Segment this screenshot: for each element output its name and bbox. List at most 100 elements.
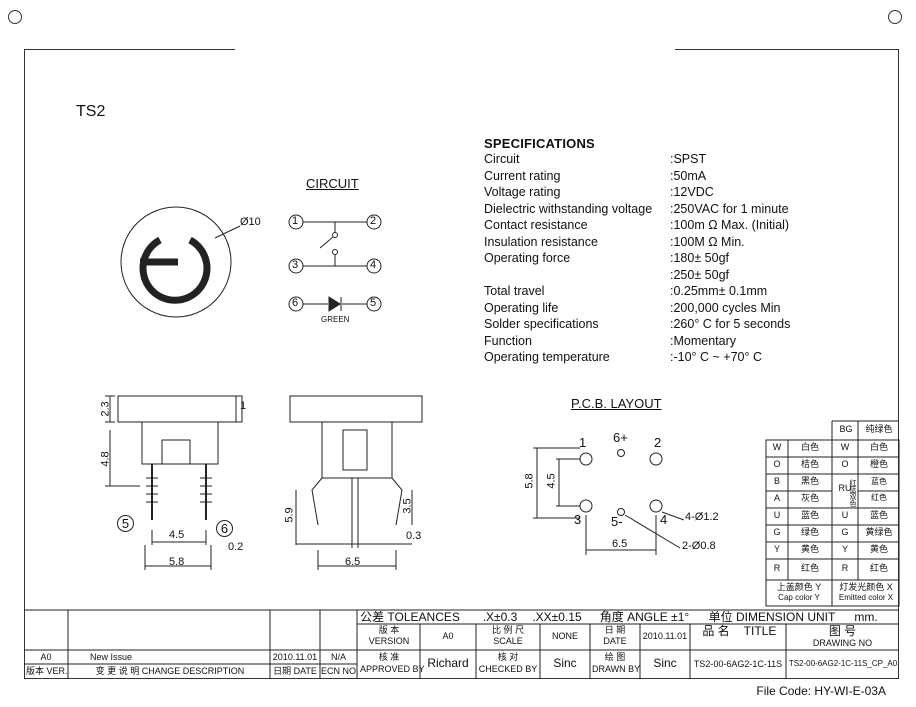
color-code-left: W xyxy=(772,442,782,452)
circuit-pin-2: 2 xyxy=(370,215,377,227)
title-cn: 品 名 xyxy=(702,624,730,638)
pcb-title: P.C.B. LAYOUT xyxy=(571,396,662,411)
blank-header-area xyxy=(235,30,675,72)
cap-color-label: 上盖颜色 Y xyxy=(776,582,822,592)
spec-label: Voltage rating xyxy=(484,185,561,199)
circuit-pin-3: 3 xyxy=(292,259,299,271)
pcb-pin-1: 1 xyxy=(579,435,587,450)
color-code-right: R xyxy=(841,563,849,573)
dim-pcb-w: 6.5 xyxy=(612,538,628,550)
tolerance-2: .XX±0.15 xyxy=(532,610,582,624)
color-name-left: 黑色 xyxy=(800,476,819,486)
diameter-label: Ø10 xyxy=(240,216,261,228)
spec-value: :180± 50gf xyxy=(670,251,729,265)
rev-date: 2010.11.01 xyxy=(272,652,318,662)
color-code-left: G xyxy=(773,527,781,537)
spec-label: Circuit xyxy=(484,152,520,166)
hdr-desc: 变 更 说 明 CHANGE DESCRIPTION xyxy=(95,666,245,676)
spec-value: :260° C for 5 seconds xyxy=(670,317,791,331)
drawn-value: Sinc xyxy=(653,656,677,670)
spec-value: :100m Ω Max. (Initial) xyxy=(670,218,790,232)
dim-front-t: 0.3 xyxy=(406,530,422,542)
color-code-right: W xyxy=(840,442,850,452)
color-name-left: 红色 xyxy=(800,563,819,573)
dim-front-h2: 3.5 xyxy=(401,498,414,514)
spec-value: :50mA xyxy=(670,168,707,183)
led-color-label: GREEN xyxy=(321,315,350,324)
color-code-left: O xyxy=(773,459,781,469)
circuit-pin-5: 5 xyxy=(370,297,377,309)
hdr-ver: 版本 VER. xyxy=(26,666,68,676)
drawing-cn: 图 号 xyxy=(828,624,857,638)
pcb-pin-5: 5- xyxy=(611,514,623,529)
spec-label: Function xyxy=(484,333,532,348)
dim-side-w1: 4.5 xyxy=(169,529,185,541)
dim-front-w: 6.5 xyxy=(345,556,361,568)
front-view-body xyxy=(321,421,393,479)
dim-pcb-hole2: 2-Ø0.8 xyxy=(682,540,716,552)
checked-en: CHECKED BY xyxy=(478,664,538,674)
drawing-value: TS2-00-6AG2-1C-11S_CP_A0 xyxy=(788,659,898,668)
color-code-right: O xyxy=(841,459,849,469)
color-code-left: A xyxy=(773,493,780,503)
side-pin-label-5: 5 xyxy=(117,515,134,532)
dim-side-h2: 4.8 xyxy=(99,451,112,467)
drawn-en: DRAWN BY xyxy=(592,664,641,674)
spec-value: :SPST xyxy=(670,152,707,166)
color-table-ru-bottom: 红色 xyxy=(871,493,887,502)
circuit-title: CIRCUIT xyxy=(306,176,359,191)
spec-label: Contact resistance xyxy=(484,218,588,232)
scale-cn: 比 例 尺 xyxy=(491,625,524,635)
spec-label: Operating life xyxy=(484,300,559,315)
spec-label: Total travel xyxy=(484,284,545,298)
spec-value: :12VDC xyxy=(670,185,714,199)
dim-pcb-hole1: 4-Ø1.2 xyxy=(685,511,719,523)
color-code-left: B xyxy=(773,476,780,486)
dim-side-t: 0.2 xyxy=(228,541,244,553)
color-name-right: 红色 xyxy=(869,563,888,573)
dim-side-w2: 5.8 xyxy=(169,556,185,568)
color-code-right: U xyxy=(841,510,849,520)
circuit-pin-4: 4 xyxy=(370,259,377,271)
emit-color-label-en: Emitted color X xyxy=(838,593,894,602)
drawing-en: DRAWING NO xyxy=(812,638,873,648)
part-name: TS2 xyxy=(76,103,106,120)
power-symbol-arc xyxy=(139,236,211,304)
color-name-right: 橙色 xyxy=(869,459,888,469)
color-name-left: 绿色 xyxy=(800,527,819,537)
color-name-right: 黄绿色 xyxy=(865,527,893,537)
corner-mark-tr xyxy=(888,10,902,24)
color-name-left: 蓝色 xyxy=(800,510,819,520)
color-name-left: 黄色 xyxy=(800,544,819,554)
color-name-left: 白色 xyxy=(800,442,819,452)
approved-value: Richard xyxy=(427,656,469,670)
specs-title: SPECIFICATIONS xyxy=(484,136,595,151)
button-top-view xyxy=(120,206,232,318)
spec-label: Operating temperature xyxy=(484,350,610,364)
tolerances-label: 公差 TOLEANCES xyxy=(360,610,460,624)
color-name-left: 桔色 xyxy=(800,459,819,469)
unit-label: 单位 DIMENSION UNIT xyxy=(708,610,836,624)
color-table-ru: RU xyxy=(838,483,852,493)
dim-pcb-h2: 4.5 xyxy=(545,473,558,489)
circuit-pin-1: 1 xyxy=(292,215,299,227)
color-table-ru-top: 蓝色 xyxy=(871,477,887,486)
color-name-right: 黄色 xyxy=(869,544,888,554)
cap-color-label-en: Cap color Y xyxy=(778,593,820,602)
circuit-pin-6: 6 xyxy=(292,297,299,309)
version-cn: 版 本 xyxy=(378,625,400,635)
scale-en: SCALE xyxy=(493,636,523,646)
color-code-right: G xyxy=(841,527,849,537)
spec-label: Solder specifications xyxy=(484,317,599,331)
pcb-pin-4: 4 xyxy=(660,512,668,527)
color-name-right: 蓝色 xyxy=(869,510,888,520)
corner-mark-tl xyxy=(8,10,22,24)
pcb-pin-3: 3 xyxy=(574,512,582,527)
dim-side-small: 1 xyxy=(240,400,247,412)
tolerance-1: .X±0.3 xyxy=(482,610,518,624)
angle-tolerance: 角度 ANGLE ±1° xyxy=(599,610,690,624)
pcb-pin-2: 2 xyxy=(654,435,662,450)
title-en: TITLE xyxy=(743,624,777,638)
emit-color-label: 灯发光颜色 X xyxy=(839,582,893,592)
